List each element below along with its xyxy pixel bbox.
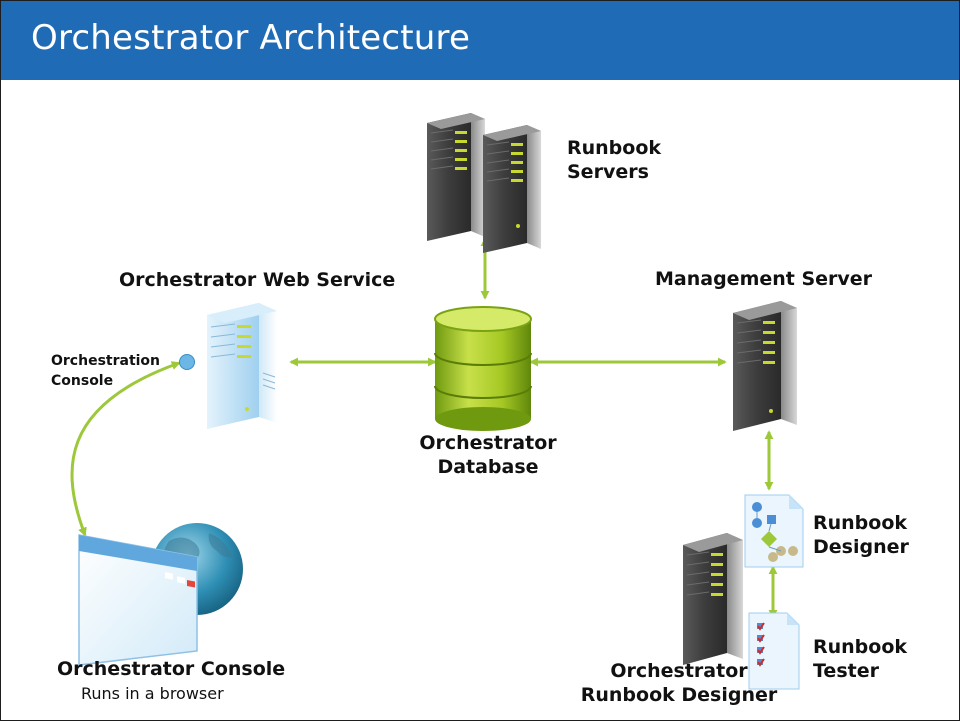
- runbook-servers-label: Runbook Servers: [567, 136, 661, 184]
- runbook-designer-document-icon: [744, 494, 804, 568]
- orchestrator-runbook-designer-label: Orchestrator Runbook Designer: [579, 659, 779, 707]
- connector-console-webservice: [70, 361, 181, 537]
- runbook-tester-label-line2: Tester: [813, 660, 879, 682]
- runbook-designer-server-icon: [683, 533, 743, 665]
- management-server-icon: [733, 301, 797, 431]
- orchestrator-console-label: Orchestrator Console: [57, 658, 286, 680]
- orchestration-console-endpoint-icon: [179, 354, 195, 370]
- browser-globe-icon: [78, 523, 243, 666]
- runbook-designer-label: Runbook Designer: [813, 511, 909, 559]
- title-bar: Orchestrator Architecture: [1, 1, 959, 80]
- connectors: [70, 237, 778, 619]
- web-service-label: Orchestrator Web Service: [119, 269, 396, 291]
- orchestration-console-label-line1: Orchestration: [51, 353, 161, 369]
- runbook-servers-icon: [427, 113, 541, 253]
- orchestrator-console-sublabel: Runs in a browser: [81, 684, 224, 703]
- management-server-label: Management Server: [655, 268, 873, 290]
- runbook-tester-document-icon: [748, 612, 800, 690]
- slide-title: Orchestrator Architecture: [31, 18, 471, 58]
- orchestrator-runbook-designer-label-line2: Runbook Designer: [580, 684, 778, 706]
- orchestration-console-label-line2: Console: [51, 373, 114, 389]
- orchestrator-runbook-designer-label-line1: Orchestrator: [610, 660, 748, 682]
- database-label-line2: Database: [437, 456, 539, 478]
- runbook-designer-label-line2: Designer: [813, 536, 909, 558]
- runbook-tester-label-line1: Runbook: [813, 636, 908, 658]
- database-label-line1: Orchestrator: [419, 432, 557, 454]
- architecture-diagram: [70, 113, 804, 690]
- runbook-servers-label-line2: Servers: [567, 161, 649, 183]
- runbook-tester-label: Runbook Tester: [813, 635, 907, 683]
- database-label: Orchestrator Database: [403, 431, 573, 479]
- orchestration-console-label: Orchestration Console: [51, 351, 160, 391]
- web-service-server-icon: [207, 303, 277, 429]
- runbook-servers-label-line1: Runbook: [567, 137, 662, 159]
- runbook-designer-label-line1: Runbook: [813, 512, 908, 534]
- database-icon: [434, 306, 532, 431]
